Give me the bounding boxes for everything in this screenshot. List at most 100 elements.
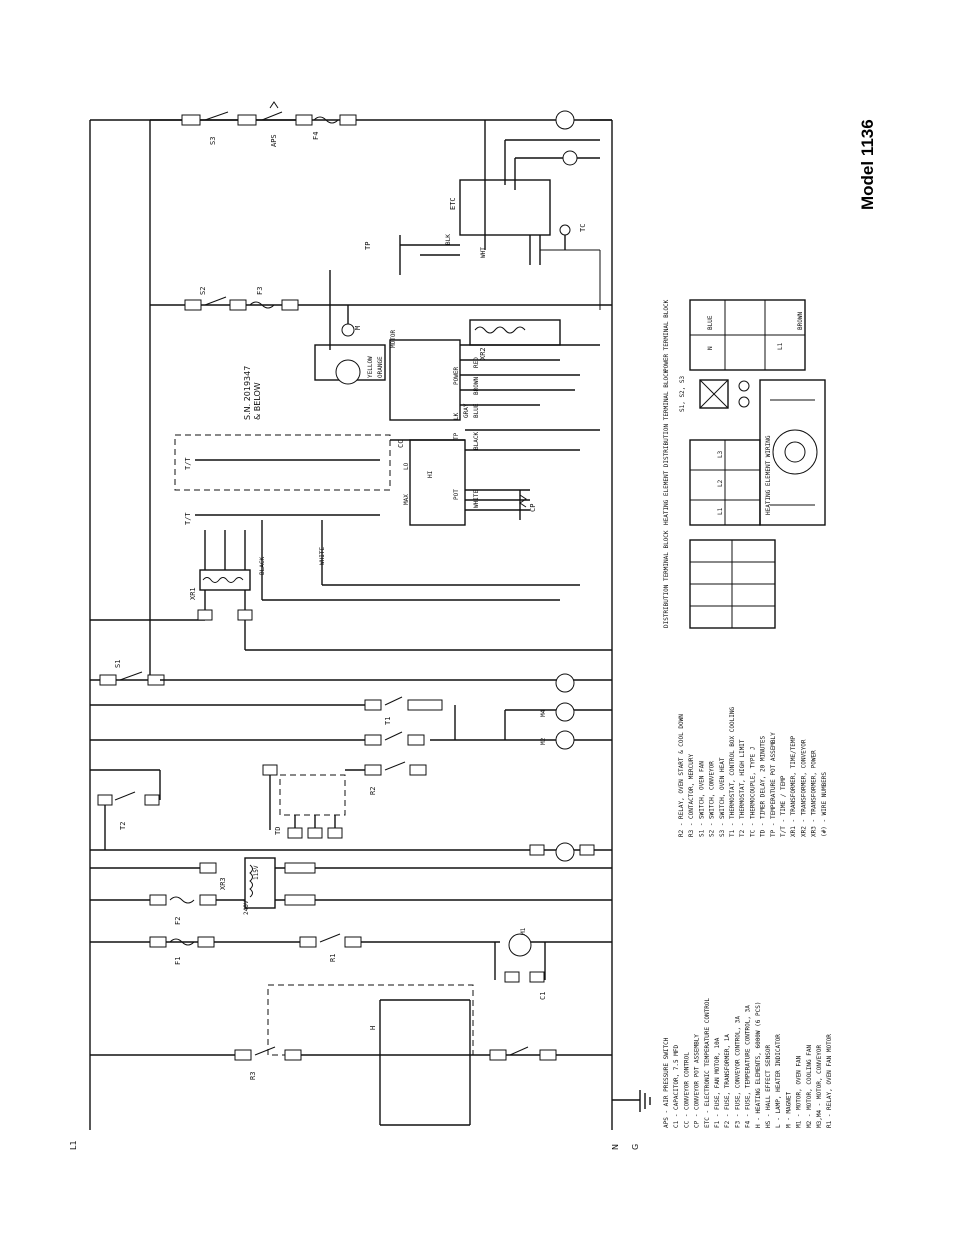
conveyor-control-box [174,429,600,526]
switch-s3 [181,111,257,126]
label-f2: F2 [174,917,182,925]
power-block-blue: BLUE [707,315,714,330]
wire-label-white: WHITE [319,547,326,565]
legend-right-item-0: R2 - RELAY, OVEN START & COOL DOWN [678,714,685,837]
label-xr2: XR2 [479,347,487,360]
terminal-lk: LK [453,412,460,420]
motor-m2-upper [555,673,575,693]
legend-right-item-6: T2 - THERMOSTAT, HIGH LIMIT [739,739,746,837]
legend-left-item-1: C1 - CAPACITOR, 7.5 MFD [673,1045,680,1128]
relay-r2-and-timer [262,761,427,839]
legend-left-item-8: F4 - FUSE, TEMPERATURE CONTROL, 3A [745,1005,752,1128]
motor-m3 [335,359,361,385]
wire-label-blue: BLUE [473,403,480,418]
fuse-f4 [295,114,357,126]
legend-left-item-9: H - HEATING ELEMENTS, 6000W (6 PCS) [755,1002,762,1128]
branch-t1 [90,696,612,740]
rail-label-g: G [631,1144,640,1150]
label-xr1: XR1 [189,587,197,600]
power-terminal-block [689,299,806,371]
label-t1: T1 [384,717,392,725]
title-power-block: POWER TERMINAL BLOCK [663,299,670,372]
label-f1: F1 [174,957,182,965]
legend-right-item-3: S2 - SWITCH, CONVEYOR [709,761,716,837]
serial-note-line1: S.N. 2019347 [243,366,252,420]
wire-label-yellow: YELLOW [367,356,374,378]
thermocouple [559,224,571,236]
legend-right-item-2: S1 - SWITCH, OVEN FAN [698,761,705,837]
label-s3: S3 [209,137,217,145]
legend-right-item-10: T/T - TIME / TEMP [780,775,787,837]
power-block-l1: L1 [777,342,784,350]
label-c1: C1 [539,992,547,1000]
label-tt-upper: T/T [184,457,192,470]
legend-left-item-15: M3,M4 - MOTOR, CONVEYOR [816,1045,823,1128]
terminal-max: MAX [403,494,410,505]
title-heating-wiring: HEATING ELEMENT WIRING [765,435,772,515]
legend-right-item-9: TP - TEMPERATURE POT ASSEMBLY [770,732,777,837]
wire-label-gray: GRAY [463,403,470,418]
legend-left-item-2: CC - CONVEYOR CONTROL [683,1052,690,1128]
label-cp: CP [529,504,537,512]
legend-right-item-5: T1 - THERMOSTAT, CONTROL BOX COOLING [729,707,736,837]
legend-left-item-11: L - LAMP, HEATER INDICATOR [775,1034,782,1128]
legend-left-item-16: R1 - RELAY, OVEN FAN MOTOR [826,1034,833,1128]
branch-oven-fan [90,671,612,693]
wire-label-orange: ORANGE [377,356,384,378]
air-pressure-switch [261,101,283,121]
legend-right-item-11: XR1 - TRANSFORMER, TIME/TEMP [790,735,797,837]
label-etc: ETC [449,197,457,210]
motor-m4 [555,702,575,722]
label-tc: TC [579,224,587,232]
terminal-tp: TP [453,432,460,440]
distribution-terminal-block [689,539,776,629]
rail-l1 [89,119,300,1130]
transformer-xr2 [469,319,561,346]
legend-left-item-10: HS - HALL EFFECT SENSOR [765,1045,772,1128]
label-m4: M4 [540,709,547,717]
wire-label-black-cc: BLACK [473,432,480,450]
branch-r1 [90,842,612,862]
label-cc: CC [397,440,405,448]
label-r3: R3 [249,1072,257,1080]
oven-fan-branch [90,933,612,983]
label-m1: M1 [520,927,527,935]
heating-block-l2: L2 [717,479,724,487]
legend-left-item-0: APS - AIR PRESSURE SWITCH [663,1037,670,1128]
label-f3: F3 [256,287,264,295]
terminal-hi: HI [427,470,434,478]
legend-left-item-13: M1 - MOTOR, OVEN FAN [796,1055,803,1128]
title-heating-block: HEATING ELEMENT DISTRIBUTION TERMINAL BL… [663,369,670,525]
magnet [341,323,355,337]
tap-240v: 240V [243,900,250,915]
wire-label-wht: WHT [480,247,487,258]
wire-label-red: RED [473,357,480,368]
label-xr3: XR3 [219,877,227,890]
hall-effect-sensor [562,150,578,166]
heating-block-l3: L3 [717,450,724,458]
legend-right-item-4: S3 - SWITCH, OVEN HEAT [719,757,726,837]
timer-delay-box [279,774,346,816]
label-tt-lower: T/T [184,512,192,525]
heating-terminal-block [689,439,761,526]
transformer-xr1 [90,520,612,651]
terminal-motor: MOTOR [390,330,397,348]
conveyor-motor-block [314,305,600,421]
capacitor-c1 [504,971,520,983]
transformer-xr3 [90,857,612,909]
power-block-brown: BROWN [797,312,804,330]
legend-right-item-8: TD - TIMER DELAY, 20 MINUTES [760,735,767,837]
legend-left-item-12: M - MAGNET [785,1091,792,1128]
motor-m1 [508,933,532,957]
rail-label-l1: L1 [69,1140,78,1150]
branch-r3 [90,730,612,750]
label-td: TD [274,827,282,835]
label-t2: T2 [119,822,127,830]
switch-detail [699,379,750,409]
label-tp: TP [364,242,372,250]
label-h: H [369,1026,377,1030]
tap-115v: 115V [253,865,260,880]
wire-label-brown: BROWN [473,377,480,395]
